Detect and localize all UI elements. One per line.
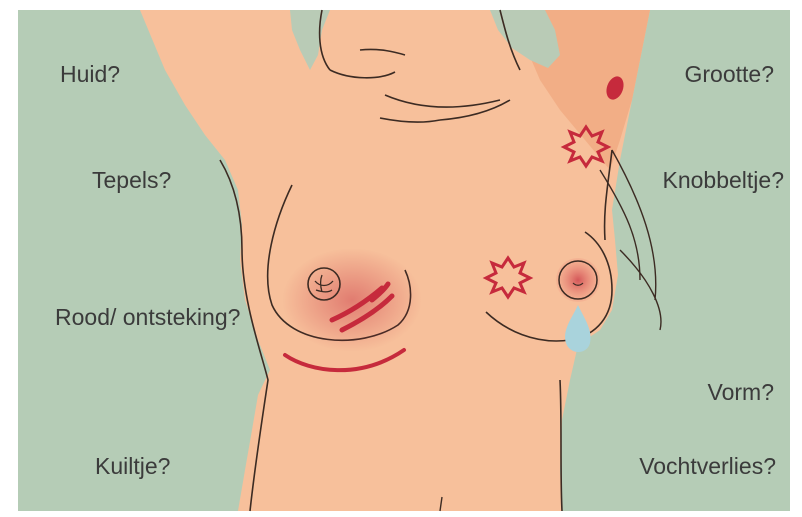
label-skin: Huid? xyxy=(60,60,120,88)
label-dimple: Kuiltje? xyxy=(95,452,170,480)
redness-area xyxy=(282,248,422,352)
label-shape: Vorm? xyxy=(708,378,774,406)
label-lump: Knobbeltje? xyxy=(663,166,785,194)
label-nipples: Tepels? xyxy=(92,166,171,194)
label-redness: Rood/ ontsteking? xyxy=(55,303,255,331)
inflamed-nipple-halo xyxy=(556,258,600,302)
label-discharge: Vochtverlies? xyxy=(639,452,776,480)
label-size: Grootte? xyxy=(685,60,775,88)
